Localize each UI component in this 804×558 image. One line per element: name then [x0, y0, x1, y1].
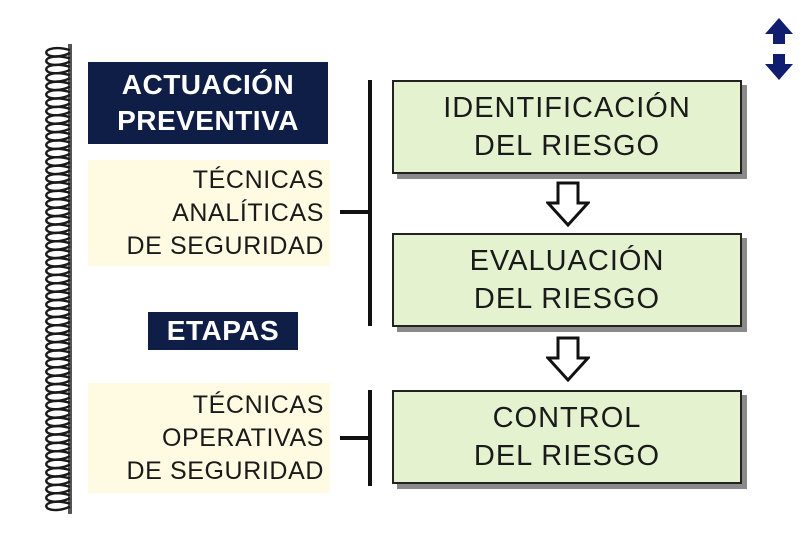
analiticas-line-2: ANALÍTICAS [172, 198, 324, 227]
spiral-loop [45, 416, 71, 428]
spiral-loop [45, 139, 71, 151]
spiral-loop [45, 357, 71, 369]
tecnicas-operativas-block: TÉCNICAS OPERATIVAS DE SEGURIDAD [88, 383, 330, 493]
spiral-loop [45, 88, 71, 100]
spiral-loop [45, 181, 71, 193]
spiral-loop [45, 382, 71, 394]
stage-control-del-riesgo: CONTROL DEL RIESGO [392, 390, 742, 484]
connector-operativas [340, 436, 370, 440]
notebook-spiral-binding [45, 44, 72, 514]
actuacion-preventiva-title: ACTUACIÓN PREVENTIVA [88, 62, 328, 144]
stage-evaluacion-del-riesgo: EVALUACIÓN DEL RIESGO [392, 233, 742, 327]
spiral-loop [45, 265, 71, 277]
spiral-loop [45, 46, 71, 58]
spiral-loop [45, 223, 71, 235]
spiral-loop [45, 72, 71, 83]
stage-line-1: CONTROL [492, 402, 642, 434]
spiral-loop [45, 324, 71, 335]
spiral-loop [45, 248, 71, 260]
spiral-loop [45, 450, 71, 461]
tecnicas-analiticas-block: TÉCNICAS ANALÍTICAS DE SEGURIDAD [88, 160, 330, 266]
stage-line-1: EVALUACIÓN [469, 245, 665, 277]
spiral-loop [45, 466, 71, 478]
stage-line-2: DEL RIESGO [473, 130, 661, 162]
stage-line-2: DEL RIESGO [473, 283, 661, 315]
up-down-arrow-icon[interactable] [764, 18, 794, 80]
spiral-loop [45, 492, 71, 503]
spiral-loop [45, 231, 71, 243]
spiral-loop [45, 63, 71, 75]
operativas-line-2: OPERATIVAS [161, 423, 324, 452]
analiticas-line-1: TÉCNICAS [192, 165, 324, 194]
spiral-loop [45, 424, 71, 436]
spiral-loop [45, 164, 71, 176]
spiral-loop [45, 399, 71, 411]
spiral-loop [45, 483, 71, 495]
bracket-line-lower [368, 390, 372, 486]
down-arrow-icon [546, 336, 590, 382]
spiral-loop [45, 130, 71, 142]
spiral-loop [45, 433, 71, 445]
spiral-loop [45, 298, 71, 310]
stage-line-1: IDENTIFICACIÓN [443, 92, 691, 124]
spiral-loop [45, 198, 71, 209]
spiral-loop [45, 315, 71, 327]
etapas-text: ETAPAS [166, 315, 280, 346]
spiral-loop [45, 441, 71, 453]
spiral-loop [45, 290, 71, 302]
spiral-loop [45, 206, 71, 218]
stage-identificacion-del-riesgo: IDENTIFICACIÓN DEL RIESGO [392, 80, 742, 174]
spiral-loop [45, 340, 71, 352]
spiral-loop [45, 475, 71, 487]
spiral-loop [45, 214, 71, 226]
stage-line-2: DEL RIESGO [473, 440, 661, 472]
operativas-line-1: TÉCNICAS [192, 390, 324, 419]
spiral-loop [45, 156, 71, 167]
spiral-loop [45, 55, 71, 67]
spiral-loop [45, 80, 71, 92]
operativas-line-3: DE SEGURIDAD [126, 456, 324, 485]
analiticas-line-3: DE SEGURIDAD [126, 231, 324, 260]
actuacion-line-1: ACTUACIÓN [121, 69, 295, 100]
down-arrow-icon [546, 181, 590, 227]
spiral-loop [45, 366, 71, 377]
spiral-loop [45, 97, 71, 109]
spiral-loop [45, 500, 71, 512]
spiral-loop [45, 273, 71, 285]
spiral-loop [45, 282, 71, 293]
spiral-loop [45, 374, 71, 386]
spiral-loop [45, 105, 71, 117]
connector-analiticas [340, 210, 370, 214]
binding-edge [68, 44, 72, 514]
spiral-loop [45, 458, 71, 470]
spiral-loop [45, 349, 71, 361]
spiral-loop [45, 172, 71, 184]
spiral-loop [45, 240, 71, 251]
spiral-loop [45, 391, 71, 403]
spiral-loop [45, 307, 71, 319]
spiral-loop [45, 189, 71, 201]
spiral-loop [45, 114, 71, 125]
spiral-loop [45, 408, 71, 419]
spiral-loop [45, 256, 71, 268]
actuacion-line-2: PREVENTIVA [117, 105, 299, 136]
spiral-loop [45, 332, 71, 344]
spiral-loop [45, 147, 71, 159]
bracket-line-upper [368, 80, 372, 326]
spiral-loop [45, 122, 71, 134]
etapas-label: ETAPAS [148, 312, 298, 350]
